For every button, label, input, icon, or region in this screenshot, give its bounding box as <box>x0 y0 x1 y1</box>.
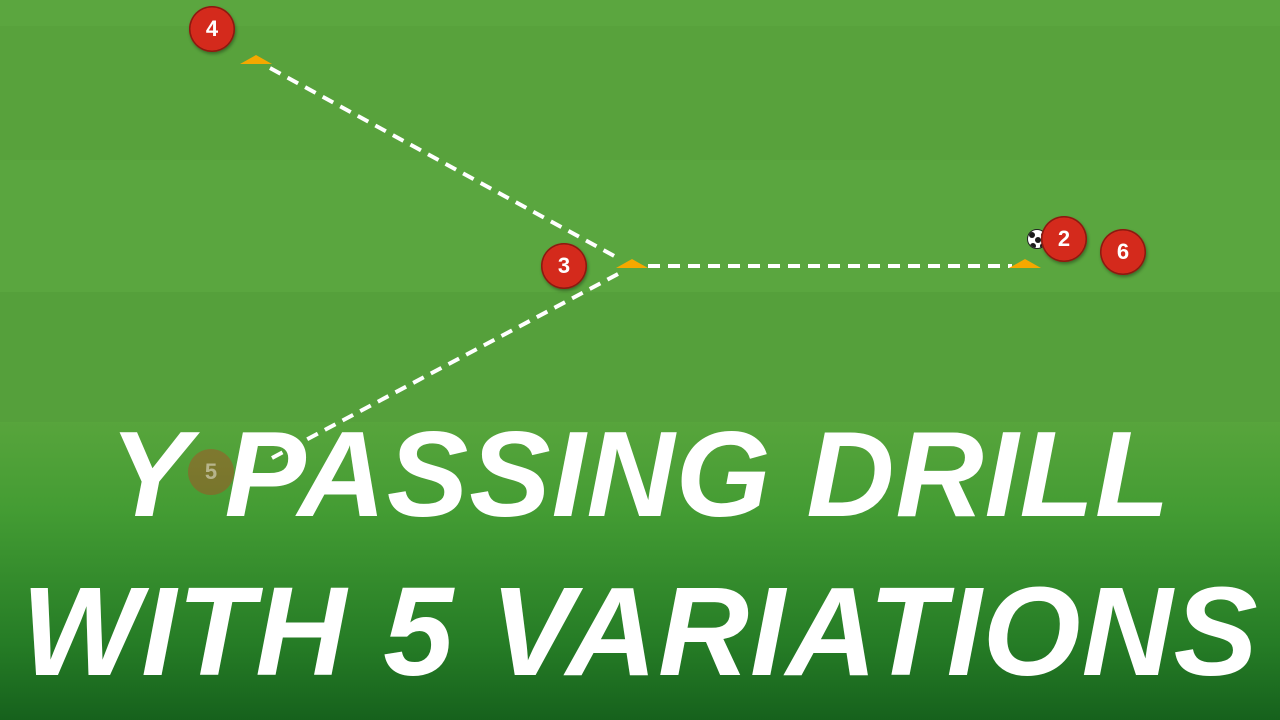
player-2: 2 <box>1041 216 1087 262</box>
title-line-2: WITH 5 VARIATIONS <box>21 561 1259 702</box>
pitch-stripe <box>0 292 1280 422</box>
pass-line-3-to-5 <box>271 272 619 460</box>
pitch-shadow <box>0 420 1280 720</box>
cone-icon <box>1009 259 1041 268</box>
player-4: 4 <box>189 6 235 52</box>
cone-icon <box>616 259 648 268</box>
player-6: 6 <box>1100 229 1146 275</box>
title-line-1: Y PASSING DRILL <box>109 406 1171 542</box>
pass-line-4-to-3 <box>269 66 619 260</box>
player-3: 3 <box>541 243 587 289</box>
cone-icon <box>240 55 272 64</box>
player-5: 5 <box>188 449 234 495</box>
